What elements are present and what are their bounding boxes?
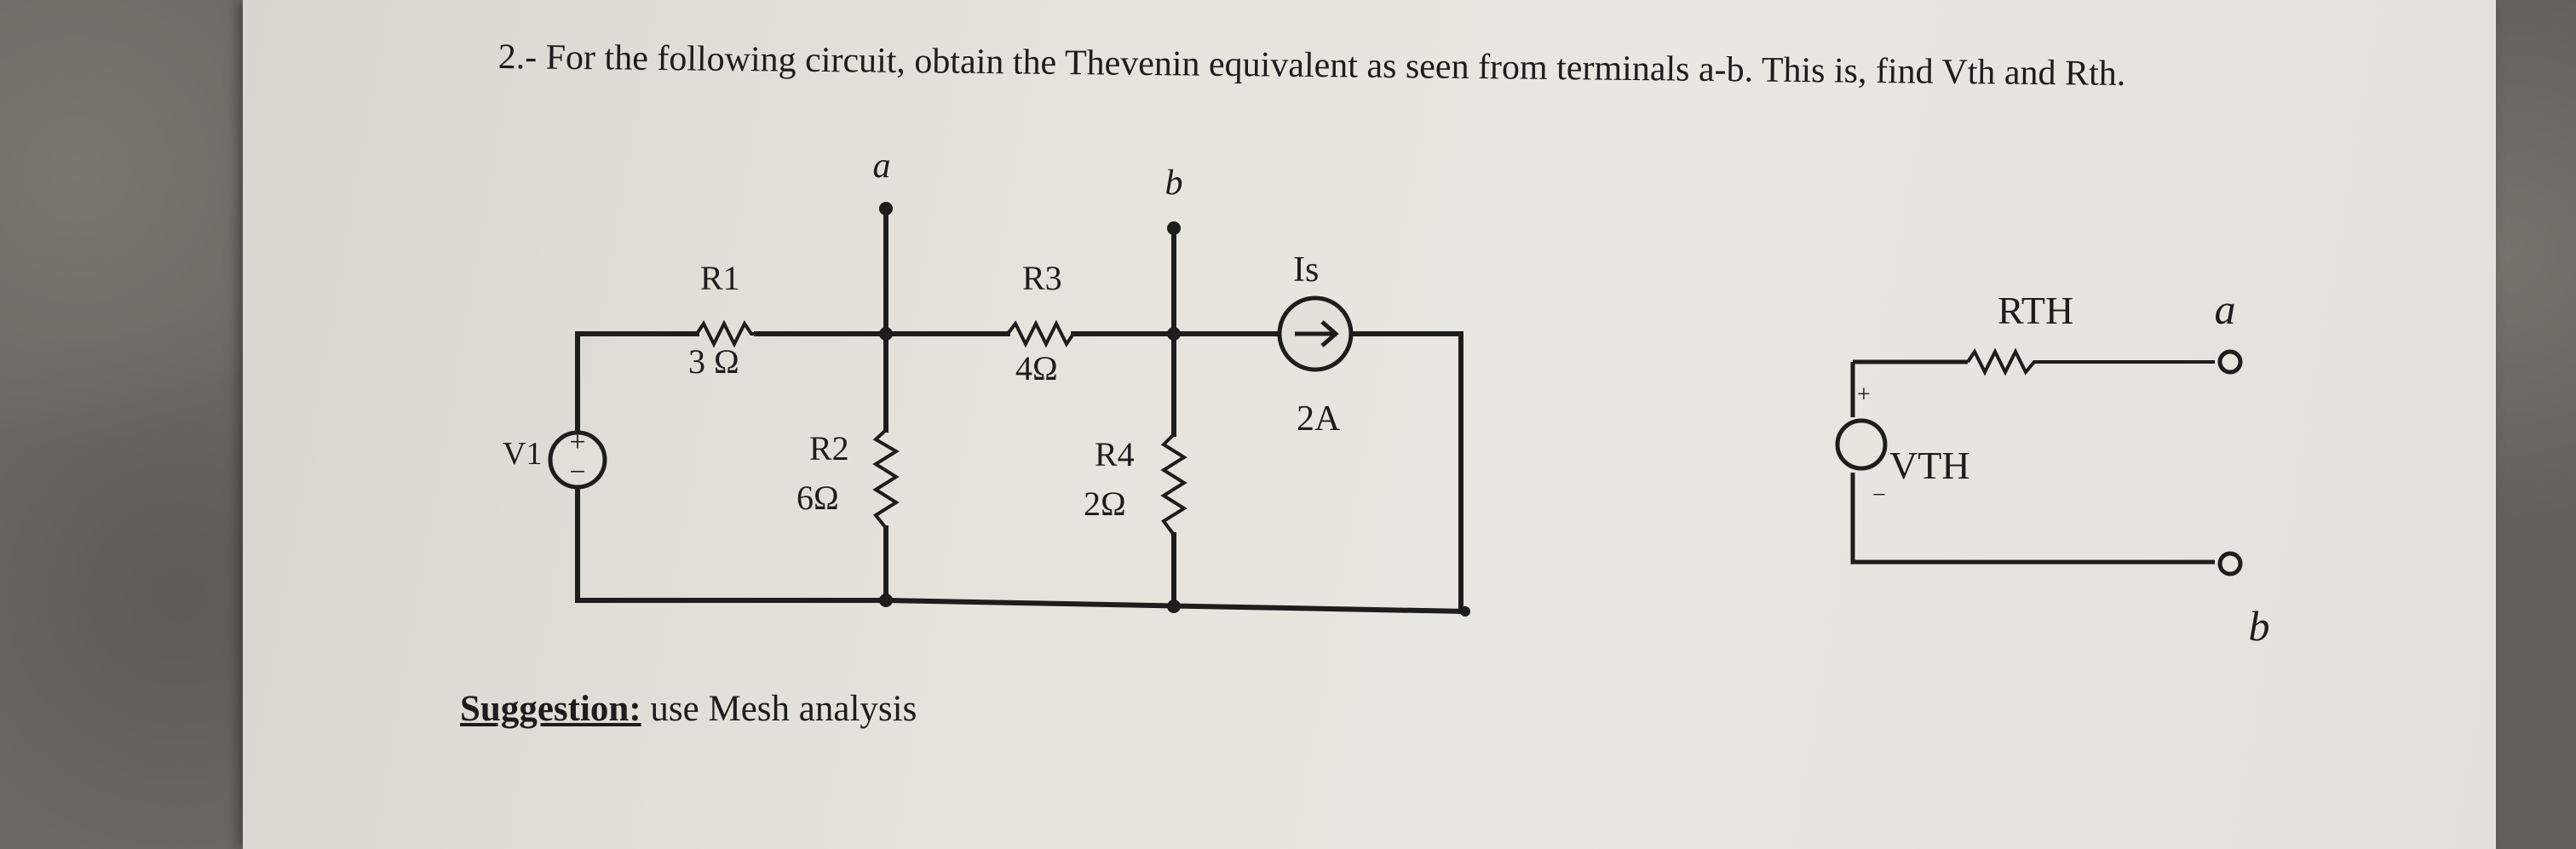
terminal-b-label: b [1165,163,1183,203]
junction-bottom-a [879,594,893,607]
r4-label: R4 [1095,435,1135,473]
wire-bottom [575,598,1469,615]
vth-minus-sign: − [1872,482,1886,508]
equivalent-circuit-wires [1850,359,2215,565]
eq-terminal-b-label: b [2249,602,2270,650]
vth-label: VTH [1889,444,1970,487]
suggestion-line: Suggestion: use Mesh analysis [460,688,917,730]
is-value: 2A [1297,399,1341,439]
arrow-right-icon [1295,320,1339,347]
r3-resistor-icon [1006,319,1075,348]
rth-label: RTH [1998,289,2073,332]
r3-value: 4Ω [1015,349,1058,387]
r2-resistor-icon [872,428,900,530]
carpet-background-left [0,0,256,849]
r4-resistor-icon [1160,433,1187,536]
is-label: Is [1293,250,1319,290]
current-source-icon [1277,295,1354,372]
eq-wire-bottom [1850,473,2215,565]
source-minus-sign: − [569,456,585,488]
voltage-source-icon: + − [548,427,607,490]
paper-sheet [243,0,2496,849]
r3-label: R3 [1022,259,1062,297]
suggestion-text: use Mesh analysis [641,689,917,729]
vth-source-icon [1835,418,1888,471]
junction-top-a [879,327,893,341]
eq-terminal-b-icon [2217,551,2243,577]
vth-plus-sign: + [1857,381,1871,408]
r4-value: 2Ω [1084,485,1126,523]
r1-label: R1 [700,259,740,297]
source-plus-sign: + [569,427,585,458]
terminal-b-dot [1167,221,1181,235]
r2-value: 6Ω [796,479,839,517]
v1-label: V1 [503,436,542,472]
r1-value: 3 Ω [688,342,739,381]
r1-resistor-icon [695,319,756,348]
junction-bottom-right [1460,606,1470,617]
eq-terminal-a-icon [2217,349,2243,375]
wire-top-far-right [1350,331,1463,614]
junction-top-b [1167,327,1181,341]
suggestion-label: Suggestion: [460,689,641,729]
junction-bottom-b [1167,599,1181,613]
terminal-a-dot [879,202,893,215]
eq-terminal-a-label: a [2215,285,2236,333]
r2-label: R2 [809,429,849,468]
rth-resistor-icon [1966,347,2215,376]
terminal-a-label: a [873,146,891,186]
